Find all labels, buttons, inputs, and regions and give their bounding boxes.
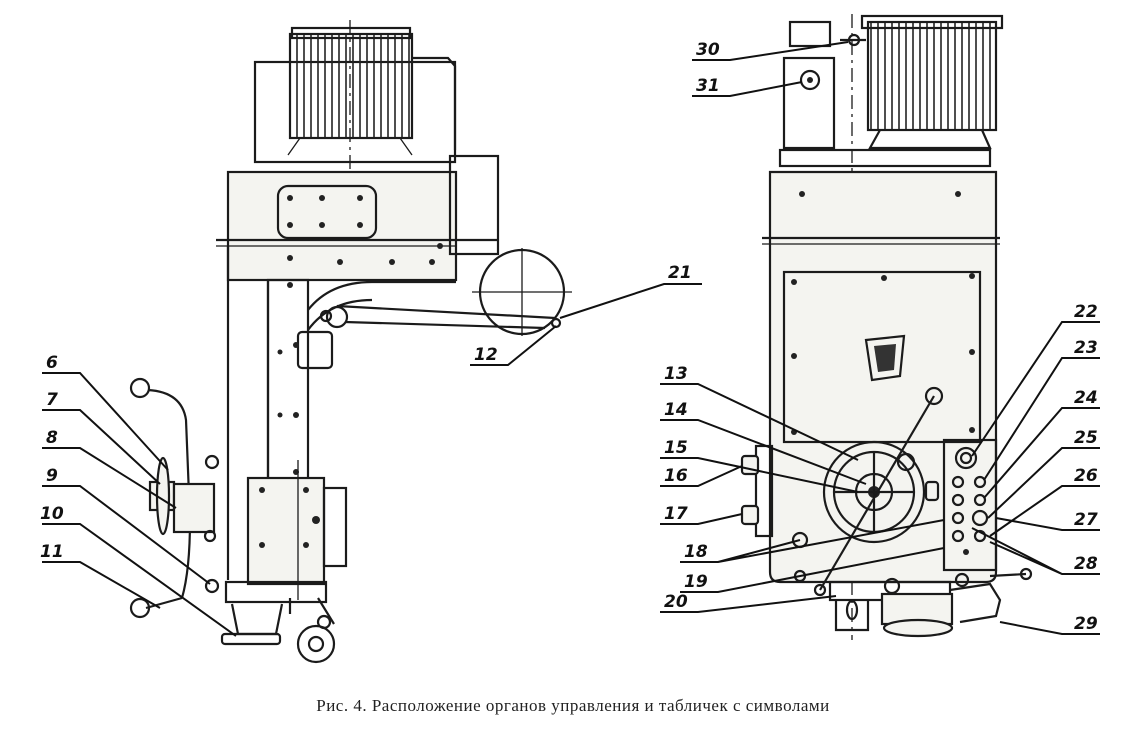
callout-24: 24	[1074, 388, 1098, 408]
callout-18: 18	[684, 542, 708, 562]
side-view	[129, 20, 572, 664]
callout-9: 9	[46, 466, 58, 486]
callout-13: 13	[664, 364, 688, 384]
callout-labels: 6 7 8 9 10 11 12 21 30 31 13 14 15 16 17…	[40, 40, 1098, 634]
callout-10: 10	[40, 504, 64, 524]
callout-11: 11	[40, 542, 64, 562]
right-control-panel	[942, 438, 998, 572]
callout-30: 30	[696, 40, 720, 60]
callout-25: 25	[1074, 428, 1098, 448]
callout-28: 28	[1074, 554, 1098, 574]
left-spindle-box	[220, 460, 348, 664]
callout-16: 16	[664, 466, 688, 486]
left-handwheel	[129, 377, 220, 619]
front-view	[740, 14, 1033, 640]
callout-12: 12	[474, 345, 498, 365]
callout-7: 7	[46, 390, 58, 410]
callout-21: 21	[668, 263, 692, 283]
callout-8: 8	[46, 428, 58, 448]
callout-19: 19	[684, 572, 708, 592]
callout-17: 17	[664, 504, 688, 524]
callout-leaders	[42, 41, 1100, 637]
callout-22: 22	[1074, 302, 1098, 322]
callout-6: 6	[46, 353, 58, 373]
left-motor	[253, 20, 457, 240]
callout-23: 23	[1074, 338, 1098, 358]
callout-15: 15	[664, 438, 688, 458]
callout-26: 26	[1074, 466, 1098, 486]
callout-29: 29	[1074, 614, 1098, 634]
figure-caption: Рис. 4. Расположение органов управления …	[316, 696, 830, 715]
callout-20: 20	[664, 592, 688, 612]
callout-14: 14	[664, 400, 688, 420]
callout-31: 31	[696, 76, 720, 96]
right-base	[793, 567, 1033, 638]
right-motor	[778, 14, 1004, 640]
left-head	[216, 154, 500, 282]
callout-27: 27	[1074, 510, 1098, 530]
